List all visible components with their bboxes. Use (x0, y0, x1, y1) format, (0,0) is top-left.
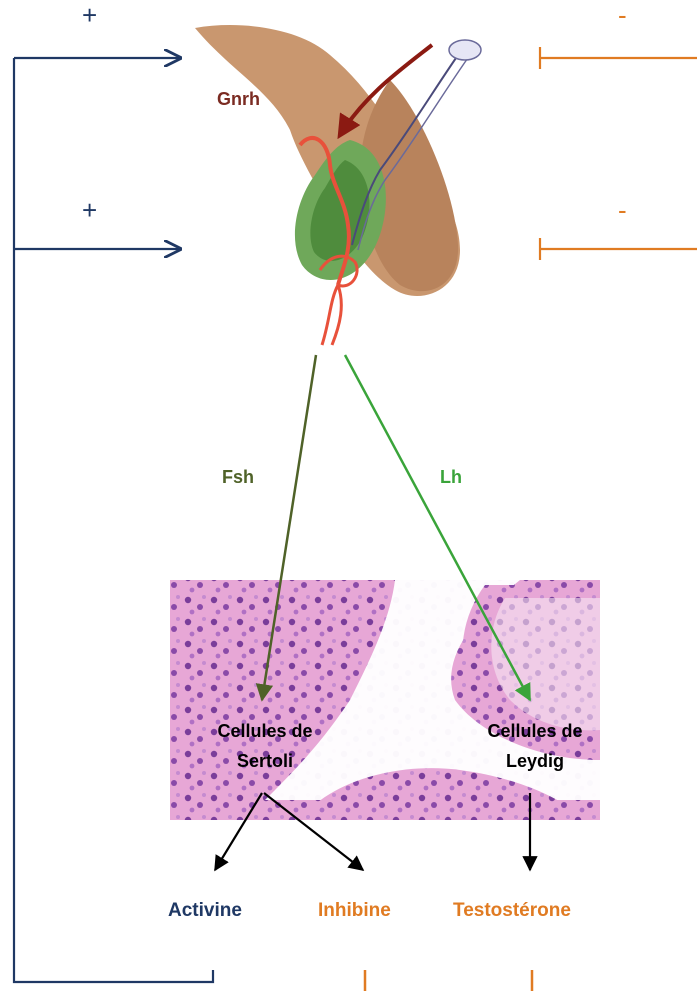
activine-feedback-line (14, 58, 213, 982)
sertoli-label-line2: Sertoli (190, 746, 340, 776)
plus-sign-top: + (82, 0, 97, 31)
lh-label: Lh (440, 467, 462, 488)
testosterone-label: Testostérone (453, 900, 571, 922)
gnrh-label: Gnrh (217, 89, 260, 110)
activine-label: Activine (168, 900, 242, 922)
sertoli-label-line1: Cellules de (190, 716, 340, 746)
minus-sign-bottom: - (618, 195, 627, 226)
neuron-cluster (449, 40, 481, 60)
histology-image (170, 580, 600, 820)
plus-sign-bottom: + (82, 195, 97, 226)
leydig-label-line2: Leydig (460, 746, 610, 776)
minus-sign-top: - (618, 0, 627, 31)
leydig-cells-label: Cellules de Leydig (460, 716, 610, 776)
fsh-label: Fsh (222, 467, 254, 488)
leydig-label-line1: Cellules de (460, 716, 610, 746)
pituitary-illustration (195, 25, 481, 345)
inhibine-label: Inhibine (318, 900, 391, 922)
sertoli-cells-label: Cellules de Sertoli (190, 716, 340, 776)
